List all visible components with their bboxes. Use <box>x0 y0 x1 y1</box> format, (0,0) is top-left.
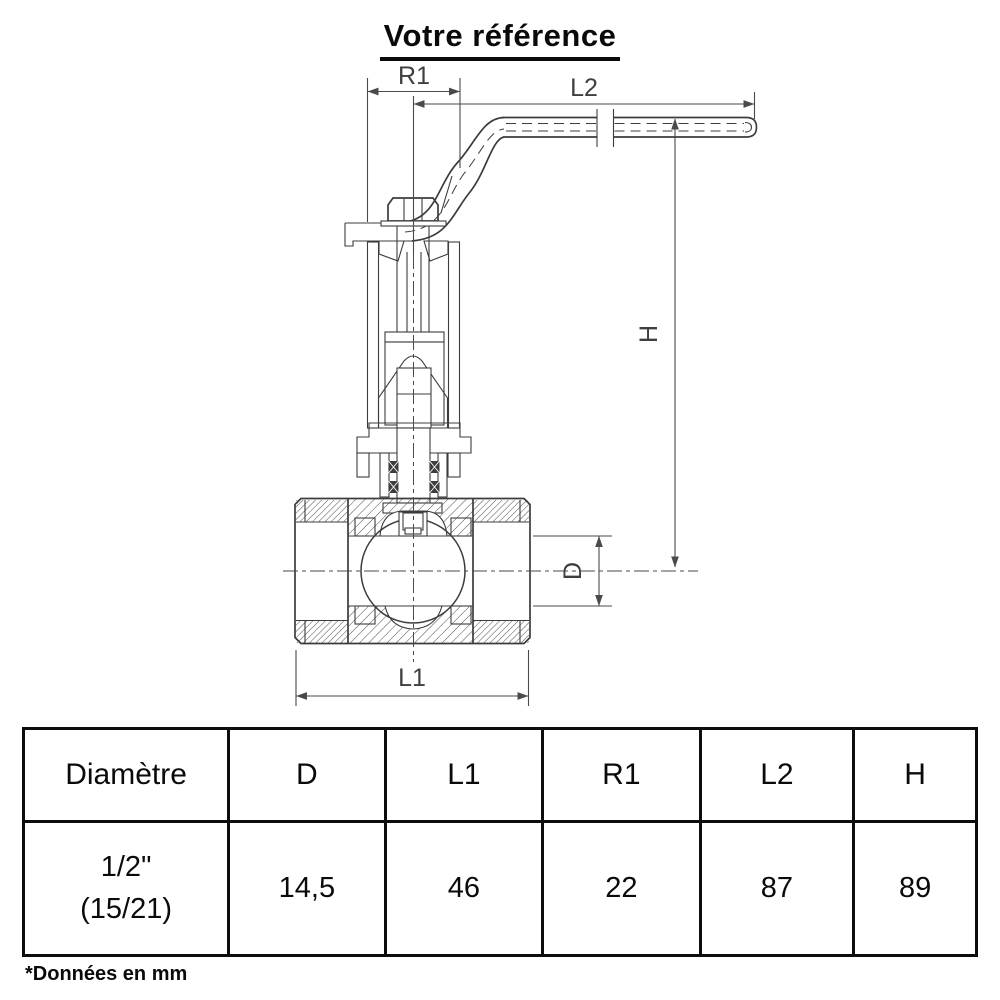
diameter-line2: (15/21) <box>80 892 172 925</box>
centerlines <box>283 254 698 662</box>
cell-l1: 46 <box>383 820 545 957</box>
table-header-diametre: Diamètre <box>21 727 231 823</box>
tube-flange <box>356 422 472 454</box>
right-thread <box>473 500 529 522</box>
dim-l1: L1 <box>295 650 530 706</box>
title-area: Votre référence <box>0 18 1000 61</box>
valve-handle <box>344 109 758 247</box>
cell-r1: 22 <box>541 820 702 957</box>
dimensions-table: Diamètre D L1 R1 L2 H 1/2" (15/21) 14,5 … <box>21 727 978 957</box>
valve-technical-drawing: R1 L2 H D L1 <box>283 62 758 706</box>
left-thread <box>296 500 348 522</box>
page-title: Votre référence <box>379 18 621 61</box>
diameter-line1: 1/2" <box>100 851 152 884</box>
valve-stem-upper <box>396 226 430 332</box>
cell-l2: 87 <box>698 820 856 957</box>
o-ring-seals <box>388 460 440 494</box>
handle-break-marks <box>596 109 615 147</box>
units-note: *Données en mm <box>25 963 188 985</box>
valve-body <box>294 497 531 645</box>
table-header-r1: R1 <box>541 727 702 823</box>
table-header-d: D <box>227 727 387 823</box>
dim-label-r1: R1 <box>398 62 430 90</box>
dimension-annotations: R1 L2 H D L1 <box>295 62 756 706</box>
dim-label-l2: L2 <box>570 74 598 102</box>
dim-l2: L2 <box>412 74 756 254</box>
dim-label-h: H <box>635 325 663 343</box>
dim-h: H <box>635 118 679 568</box>
tube-cone <box>377 355 449 429</box>
cell-diameter: 1/2" (15/21) <box>21 820 231 957</box>
cell-d: 14,5 <box>227 820 387 957</box>
table-header-l1: L1 <box>383 727 545 823</box>
table-header-l2: L2 <box>698 727 856 823</box>
cell-h: 89 <box>852 820 978 957</box>
table-header-h: H <box>852 727 978 823</box>
dim-r1: R1 <box>366 62 461 222</box>
table-data-row: 1/2" (15/21) 14,5 46 22 87 89 <box>21 820 978 957</box>
table-header-row: Diamètre D L1 R1 L2 H <box>21 727 978 823</box>
dim-label-l1: L1 <box>398 664 426 692</box>
